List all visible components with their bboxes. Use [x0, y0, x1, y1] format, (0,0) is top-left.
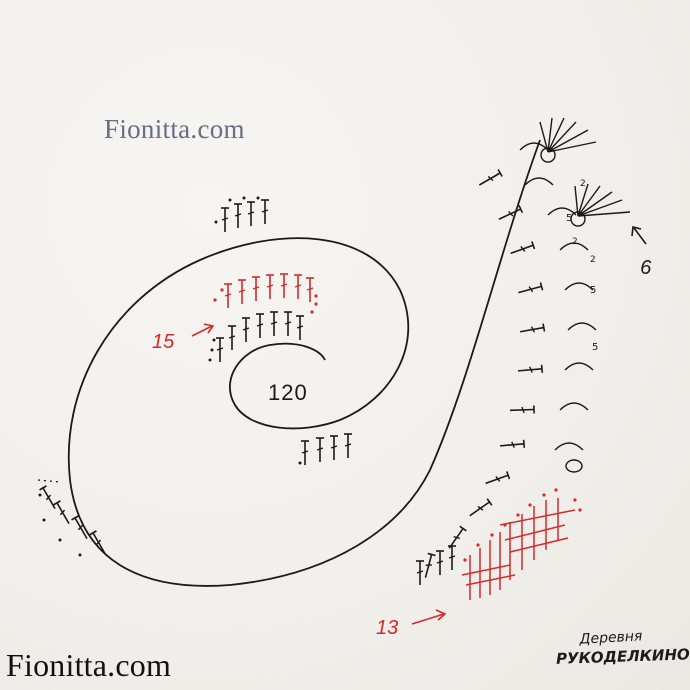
watermark-bottom: Fionitta.com: [6, 647, 172, 683]
scallop-number: 2: [572, 237, 578, 247]
stitch-cluster-top: [214, 196, 270, 233]
stitch-cluster-inner: [208, 311, 305, 363]
fan-top: [539, 117, 597, 163]
stitch-cluster-red-lower: [461, 498, 576, 600]
signature-line-2: РУКОДЕЛКИНО: [555, 645, 690, 668]
signature: Деревня РУКОДЕЛКИНО: [555, 628, 690, 668]
stitch-cluster-left: [37, 479, 110, 557]
scallop-number: 5: [566, 213, 572, 224]
scallop-number: 2: [580, 179, 586, 189]
scallop-number: 5: [590, 285, 596, 296]
signature-line-1: Деревня: [579, 628, 643, 648]
scallop-number: 2: [590, 255, 596, 265]
red-dots-lower: [463, 488, 582, 562]
arrow-13: [411, 609, 447, 625]
scallops-right: [519, 142, 597, 473]
stitch-cluster-center-bottom: [298, 433, 353, 466]
stitch-cluster-red-inner: [213, 273, 318, 314]
fan-middle: [570, 183, 631, 227]
row-label-13: 13: [376, 617, 398, 639]
center-label: 120: [268, 380, 308, 405]
arrow-9: [631, 226, 647, 245]
scallop-number: 5: [592, 342, 598, 353]
row-label-9: 9: [641, 255, 652, 277]
stitch-cluster-bottom-left: [415, 545, 457, 586]
watermark-top: Fionitta.com: [104, 114, 245, 144]
row-label-15: 15: [152, 331, 175, 353]
stitch-edge-right: [420, 168, 546, 580]
arrow-15: [191, 323, 215, 337]
spiral-outline: [67, 139, 541, 587]
